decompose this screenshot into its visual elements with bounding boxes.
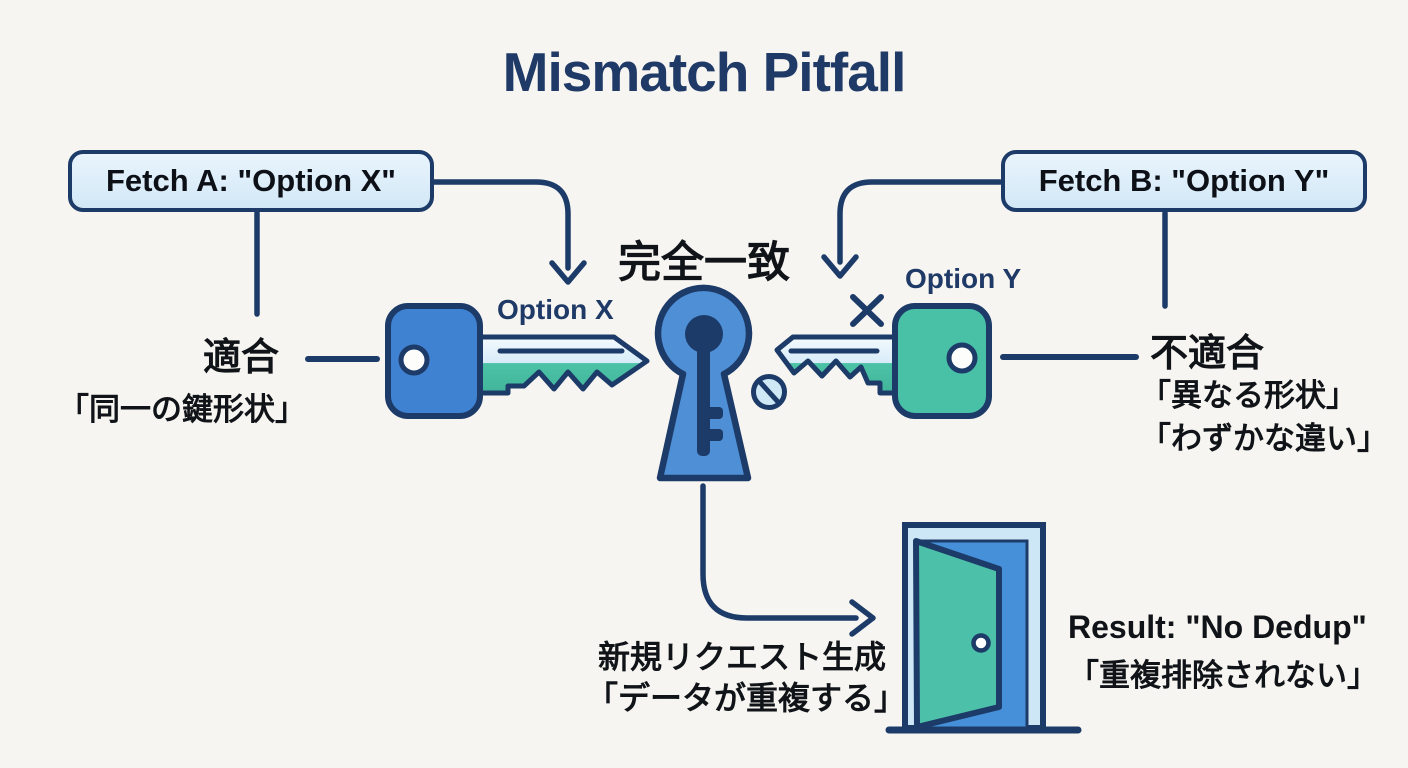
blue-key-icon xyxy=(385,303,650,419)
dedup-arrow-icon xyxy=(700,483,876,637)
new-request-note: 「データが重複する」 xyxy=(586,680,907,716)
fetch-a-label: Fetch A: "Option X" xyxy=(105,163,396,198)
mismatch-status: 不適合 xyxy=(1150,333,1265,375)
page-title: Mismatch Pitfall xyxy=(502,41,907,103)
fetch-b-label: Fetch B: "Option Y" xyxy=(1038,163,1330,198)
fetch-b-box: Fetch B: "Option Y" xyxy=(1001,150,1367,212)
teal-key-icon xyxy=(774,303,992,419)
keyhole-icon xyxy=(654,284,753,482)
fetch-a-box: Fetch A: "Option X" xyxy=(68,150,434,212)
option-x-label: Option X xyxy=(497,294,614,325)
fetch-a-arrow-icon xyxy=(410,179,587,285)
result-text: Result: "No Dedup" xyxy=(1068,609,1367,645)
fetch-b-arrow-icon xyxy=(821,179,1003,279)
door-icon xyxy=(885,522,1082,734)
mismatch-note-2: 「わずかな違い」 xyxy=(1140,421,1388,456)
result-note: 「重複排除されない」 xyxy=(1068,658,1378,693)
option-y-label: Option Y xyxy=(905,263,1022,294)
door-knob xyxy=(971,633,991,653)
x-mark-icon xyxy=(850,294,884,327)
fit-status: 適合 xyxy=(203,337,280,379)
keyhole-caption: 完全一致 xyxy=(618,239,790,287)
prohibition-icon xyxy=(751,374,787,410)
new-request-text: 新規リクエスト生成 xyxy=(598,639,887,675)
mismatch-note-1: 「異なる形状」 xyxy=(1140,378,1357,413)
fit-note: 「同一の鍵形状」 xyxy=(58,392,306,427)
